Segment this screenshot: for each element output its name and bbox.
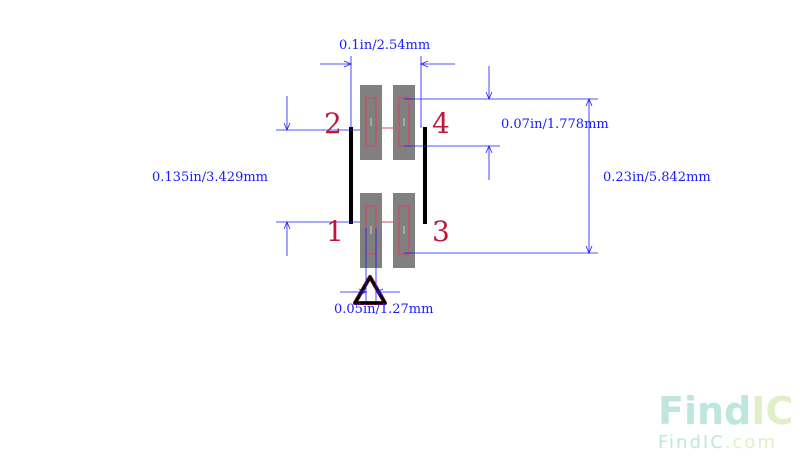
dimension-arrows (283, 60, 593, 296)
silkscreen-outline (349, 127, 427, 224)
pin-label-4: 4 (432, 107, 450, 140)
pin-label-2: 2 (324, 107, 342, 140)
pitch-dimension-label: 0.1in/2.54mm (339, 38, 430, 53)
svg-text:FindIC.com: FindIC.com (658, 432, 777, 453)
watermark-brand-ic: IC (751, 389, 793, 433)
findic-watermark-logo: FindIC FindIC.com (658, 389, 793, 453)
pad-width-dimension-label: 0.05in/1.27mm (334, 302, 433, 317)
pin-label-1: 1 (326, 215, 344, 248)
dimension-lines (276, 56, 598, 302)
watermark-brand-find: Find (658, 389, 751, 433)
pad-center-marks (370, 118, 405, 234)
pin1-triangle-icon (353, 275, 387, 305)
row-spacing-dimension-label: 0.135in/3.429mm (152, 170, 268, 185)
watermark-site-findic: FindIC (658, 432, 725, 453)
overall-height-dimension-label: 0.23in/5.842mm (603, 170, 711, 185)
pad-length-dimension-label: 0.07in/1.778mm (501, 117, 609, 132)
pin-label-3: 3 (432, 215, 450, 248)
svg-text:FindIC: FindIC (658, 389, 793, 433)
watermark-site-com: .com (725, 432, 777, 453)
pads (360, 85, 415, 268)
